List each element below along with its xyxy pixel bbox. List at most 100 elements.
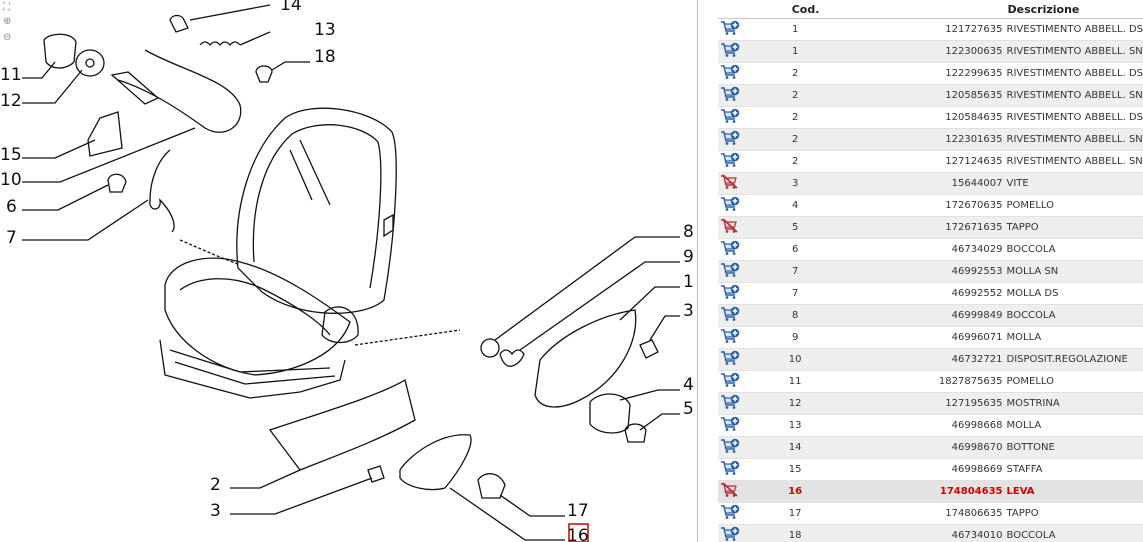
- fit-icon[interactable]: ⛶: [3, 2, 10, 13]
- cart-add-icon[interactable]: [720, 240, 740, 259]
- part-15-bracket: [87, 111, 123, 157]
- callout-12[interactable]: 12: [0, 91, 22, 111]
- callout-7[interactable]: 7: [6, 228, 17, 248]
- header-descrizione: Descrizione: [1006, 0, 1143, 19]
- row-position: 16: [751, 480, 839, 503]
- cart-add-icon[interactable]: [720, 328, 740, 347]
- cart-add-icon[interactable]: [720, 438, 740, 457]
- row-description: RIVESTIMENTO ABBELL. SN: [1006, 40, 1143, 63]
- leader-9: [519, 261, 680, 351]
- callout-14[interactable]: 14: [280, 0, 302, 15]
- leader-4: [619, 389, 680, 401]
- cart-add-icon[interactable]: [720, 86, 740, 105]
- row-part-code: 46998670: [838, 436, 1007, 459]
- row-position: 10: [751, 348, 839, 371]
- row-description: RIVESTIMENTO ABBELL. DS: [1006, 106, 1143, 129]
- cart-unavailable-icon[interactable]: [720, 174, 740, 193]
- callout-16[interactable]: 16: [567, 526, 589, 542]
- row-position: 6: [751, 238, 839, 261]
- callout-2[interactable]: 2: [210, 475, 221, 495]
- leader-16: [449, 487, 565, 541]
- row-position: 17: [751, 502, 839, 525]
- cart-add-icon[interactable]: [720, 20, 740, 39]
- callout-6[interactable]: 6: [6, 197, 17, 217]
- cart-add-icon[interactable]: [720, 504, 740, 523]
- callout-11[interactable]: 11: [0, 65, 22, 85]
- callout-5[interactable]: 5: [683, 399, 694, 419]
- part-3-screw: [639, 339, 659, 359]
- cart-add-icon[interactable]: [720, 108, 740, 127]
- zoom-in-icon[interactable]: ⊕: [3, 16, 12, 27]
- row-part-code: 121727635: [838, 18, 1007, 41]
- callout-1[interactable]: 1: [683, 272, 694, 292]
- zoom-out-icon[interactable]: ⊖: [3, 32, 12, 43]
- leader-13: [239, 31, 271, 46]
- part-18-shape: [255, 65, 273, 83]
- backrest-seam: [289, 139, 331, 206]
- seat-pivot: [321, 306, 359, 344]
- row-position: 12: [751, 392, 839, 415]
- cart-add-icon[interactable]: [720, 372, 740, 391]
- leader-12: [22, 69, 83, 104]
- leader-18: [271, 61, 310, 71]
- cart-add-icon[interactable]: [720, 152, 740, 171]
- cart-add-icon[interactable]: [720, 262, 740, 281]
- cart-add-icon[interactable]: [720, 284, 740, 303]
- cart-add-icon[interactable]: [720, 130, 740, 149]
- cart-unavailable-icon[interactable]: [720, 482, 740, 501]
- callout-3-lower[interactable]: 3: [210, 501, 221, 521]
- leader-3-lower: [230, 477, 373, 515]
- cart-add-icon[interactable]: [720, 350, 740, 369]
- cart-add-icon[interactable]: [720, 460, 740, 479]
- row-description: POMELLO: [1006, 370, 1143, 393]
- callout-13[interactable]: 13: [314, 20, 336, 40]
- row-description: BOCCOLA: [1006, 524, 1143, 542]
- cart-add-icon[interactable]: [720, 196, 740, 215]
- cart-add-icon[interactable]: [720, 416, 740, 435]
- callout-3[interactable]: 3: [683, 301, 694, 321]
- selected-callout-box: [568, 523, 589, 542]
- callout-18[interactable]: 18: [314, 47, 336, 67]
- cart-unavailable-icon[interactable]: [720, 218, 740, 237]
- callout-10[interactable]: 10: [0, 170, 22, 190]
- callout-8[interactable]: 8: [683, 222, 694, 242]
- cart-add-icon[interactable]: [720, 394, 740, 413]
- callout-17[interactable]: 17: [567, 501, 589, 521]
- callout-15[interactable]: 15: [0, 145, 22, 165]
- cart-add-icon[interactable]: [720, 306, 740, 325]
- callout-4[interactable]: 4: [683, 375, 694, 395]
- row-part-code: 46734010: [838, 524, 1007, 542]
- row-description: VITE: [1006, 172, 1143, 195]
- cart-add-icon[interactable]: [720, 64, 740, 83]
- part-9-spring: [499, 349, 525, 367]
- exploded-parts-diagram[interactable]: ⛶ ⊕ ⊖: [0, 0, 697, 542]
- part-4-knob: [589, 393, 631, 434]
- cart-add-icon[interactable]: [720, 42, 740, 61]
- cart-add-icon[interactable]: [720, 526, 740, 542]
- callout-9[interactable]: 9: [683, 247, 694, 267]
